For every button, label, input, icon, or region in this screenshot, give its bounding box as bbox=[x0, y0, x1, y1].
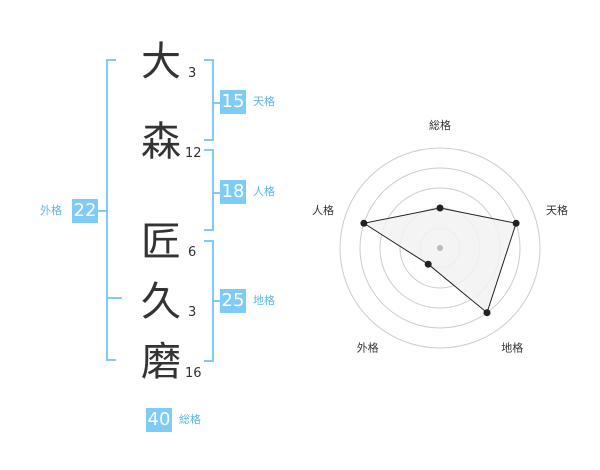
tenkaku-label: 天格 bbox=[253, 95, 275, 108]
radar-point-3 bbox=[483, 309, 491, 317]
radar-data-polygon bbox=[362, 207, 517, 314]
radar-axis-label-4: 外格 bbox=[357, 341, 379, 355]
radar-axis-label-5: 人格 bbox=[312, 203, 334, 217]
gaikaku-tick-mid bbox=[108, 297, 122, 299]
gaikaku-tick-left bbox=[98, 210, 106, 212]
stroke-count-2: 12 bbox=[185, 146, 202, 161]
stroke-count-4: 3 bbox=[188, 305, 197, 320]
radar-center-dot bbox=[437, 245, 443, 251]
stroke-count-1: 3 bbox=[188, 66, 197, 81]
jinkaku-bracket bbox=[204, 149, 214, 231]
radar-point-5 bbox=[360, 219, 368, 227]
name-char-5: 磨 bbox=[141, 339, 181, 385]
jinkaku-value-badge: 18 bbox=[220, 180, 246, 204]
chikaku-value-badge: 25 bbox=[220, 289, 246, 313]
chikaku-label: 地格 bbox=[253, 294, 275, 307]
gaikaku-value-badge: 22 bbox=[72, 199, 98, 223]
tenkaku-value-badge: 15 bbox=[220, 90, 246, 114]
name-char-3: 匠 bbox=[141, 219, 181, 265]
radar-grid-ring bbox=[339, 147, 541, 349]
gaikaku-label: 外格 bbox=[40, 204, 62, 217]
radar-point-2 bbox=[512, 219, 520, 227]
stroke-count-5: 16 bbox=[185, 366, 202, 381]
name-char-4: 久 bbox=[141, 279, 181, 325]
radar-axis-label-1: 総格 bbox=[429, 118, 451, 132]
radar-axis-label-3: 地格 bbox=[501, 341, 523, 355]
tenkaku-tick bbox=[212, 102, 220, 104]
gaikaku-bracket bbox=[106, 59, 116, 361]
radar-axis-label-2: 天格 bbox=[546, 203, 568, 217]
radar-point-1 bbox=[436, 204, 444, 212]
name-char-2: 森 bbox=[141, 119, 181, 165]
soukaku-value-badge: 40 bbox=[146, 408, 172, 432]
radar-point-4 bbox=[424, 260, 432, 268]
soukaku-label: 総格 bbox=[179, 413, 201, 426]
stroke-count-3: 6 bbox=[188, 245, 197, 260]
chikaku-tick bbox=[212, 300, 220, 302]
tenkaku-bracket bbox=[204, 59, 214, 141]
name-char-1: 大 bbox=[141, 39, 181, 85]
jinkaku-label: 人格 bbox=[253, 185, 275, 198]
jinkaku-tick bbox=[212, 192, 220, 194]
radar-grid-ring bbox=[359, 167, 521, 329]
